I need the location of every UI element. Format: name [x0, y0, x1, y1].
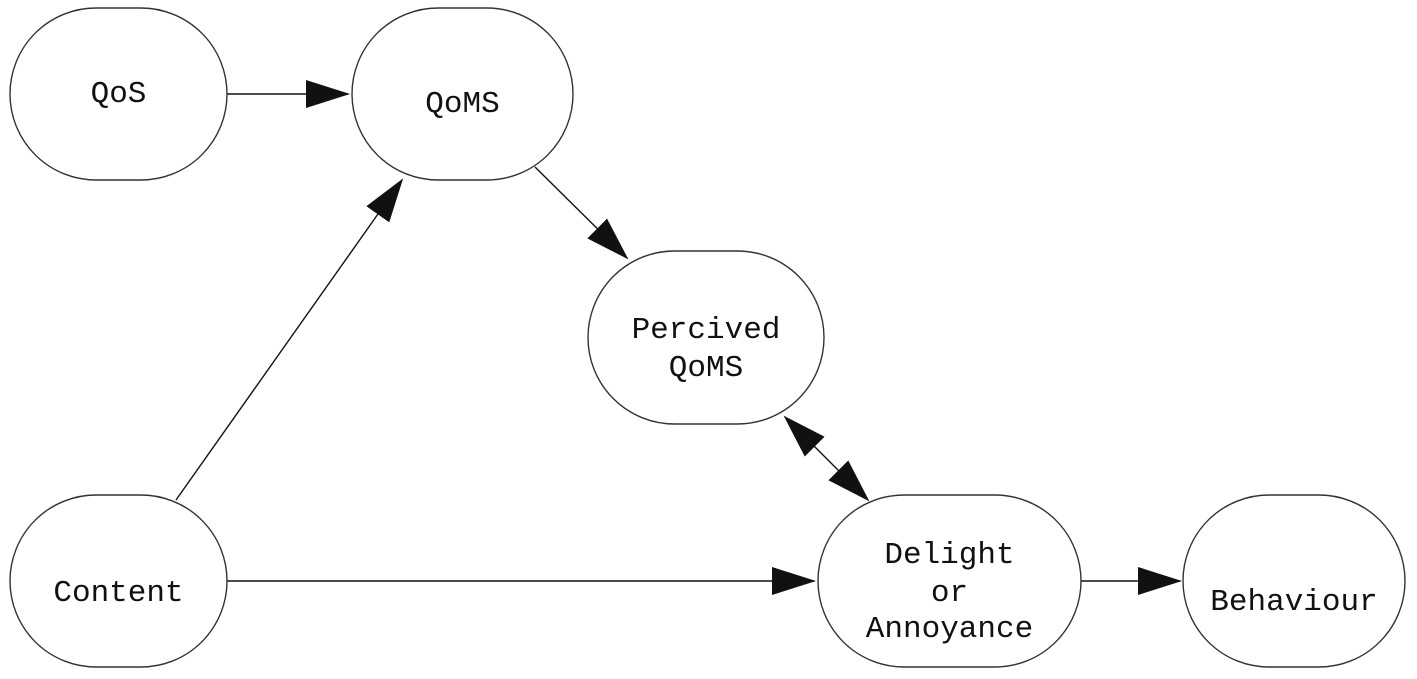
node-shape-delight	[817, 494, 1082, 668]
node-qos: QoS	[9, 7, 228, 181]
node-label-perceived-0: Percived	[632, 313, 781, 348]
edge-perceived-to-delight	[783, 415, 870, 502]
node-label-behaviour-0: Behaviour	[1210, 585, 1377, 620]
node-label-content-0: Content	[53, 576, 183, 611]
node-label-delight-0: Delight	[884, 538, 1014, 573]
node-shape-perceived	[587, 250, 825, 425]
node-shape-qos	[9, 7, 228, 181]
node-shape-qoms	[351, 7, 574, 181]
edges-layer	[175, 80, 1182, 595]
node-shape-behaviour	[1182, 494, 1406, 668]
edge-qoms-to-perceived	[534, 166, 629, 260]
node-label-qoms-0: QoMS	[425, 87, 499, 122]
node-shape-content	[9, 494, 228, 668]
node-label-delight-2: Annoyance	[866, 612, 1033, 647]
node-qoms: QoMS	[351, 7, 574, 181]
edge-content-to-qoms	[175, 178, 404, 501]
node-behaviour: Behaviour	[1182, 494, 1406, 668]
node-label-perceived-1: QoMS	[669, 351, 743, 386]
node-label-delight-1: or	[931, 576, 968, 611]
node-content: Content	[9, 494, 228, 668]
node-label-qos-0: QoS	[91, 77, 147, 112]
